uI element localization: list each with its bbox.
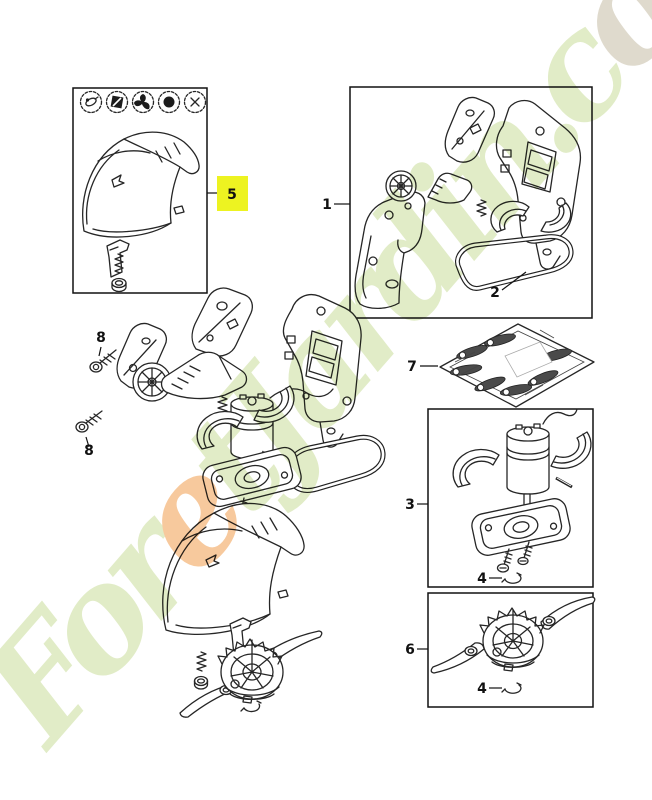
- part3-frame: [427, 408, 594, 588]
- clamp-shell-right: [253, 385, 295, 423]
- spring-coil: [476, 199, 487, 217]
- part3-callout: 3: [405, 497, 428, 513]
- handle-half-left: [354, 191, 426, 310]
- clamp-shell-left: [452, 448, 500, 488]
- part7-callout: 7: [407, 359, 438, 375]
- part6-callout: 6: [405, 642, 428, 658]
- part7-number: 7: [407, 359, 417, 375]
- part8-number: 8: [84, 443, 94, 459]
- clamp-shell-a: [490, 200, 530, 233]
- gasket-loop: [284, 434, 386, 494]
- clamp-shell-b: [540, 202, 572, 233]
- screw-part8-upper: [89, 349, 117, 373]
- no-metal-blade-icon: [157, 90, 181, 114]
- spool-head: [217, 638, 284, 704]
- pack-label-patch: [504, 341, 553, 378]
- mounting-plate: [202, 446, 302, 508]
- retainer-clip: [501, 572, 522, 584]
- main-exploded-view: 8 8: [75, 287, 386, 718]
- part3-assembly-box: 4: [427, 408, 594, 588]
- part5-callout: 5: [207, 176, 248, 211]
- part5-highlight: [217, 176, 248, 211]
- part8-callout-lower: 8: [84, 436, 94, 459]
- handle-upper-piece: [191, 287, 253, 357]
- part1-assembly-box: 2: [349, 86, 593, 319]
- fan-wheel: [385, 170, 417, 202]
- plate-screw-a: [496, 548, 513, 573]
- part5-number: 5: [227, 187, 237, 203]
- part4-callout-upper: 4: [477, 571, 502, 587]
- deflector-small: [82, 131, 200, 238]
- drive-pin: [555, 476, 573, 489]
- part4-number: 4: [477, 571, 487, 587]
- mount-bracket: [229, 617, 252, 657]
- part1-callout: 1: [322, 197, 350, 213]
- part3-number: 3: [405, 497, 415, 513]
- no-circular-saw-blade-icon: [105, 90, 129, 114]
- blade-upper-right: [540, 596, 596, 630]
- trigger-lever: [160, 351, 248, 400]
- mounting-plate: [471, 498, 571, 556]
- part7-blade-pack: [439, 323, 595, 408]
- screw-part8-lower: [75, 410, 103, 433]
- part2-callout: 2: [490, 271, 527, 301]
- part5-frame: [72, 87, 208, 294]
- part4-callout-lower: 4: [477, 681, 502, 697]
- polymer-blade-icon: [131, 90, 155, 114]
- plate-screw-b: [517, 541, 533, 566]
- part2-number: 2: [490, 285, 500, 301]
- part1-frame: [349, 86, 593, 319]
- trigger-lever: [427, 172, 473, 204]
- fan-wheel: [132, 362, 172, 402]
- screw-small: [111, 253, 127, 293]
- safety-pictograms: [79, 90, 207, 114]
- motor-assembly: [506, 423, 550, 509]
- part8-number: 8: [96, 330, 106, 346]
- no-rigid-blade-icon: [183, 90, 207, 114]
- handle-half-right-large: [282, 294, 362, 448]
- part4-number: 4: [477, 681, 487, 697]
- clamp-shell-left: [196, 410, 244, 450]
- part1-number: 1: [322, 197, 332, 213]
- retainer-clip: [240, 700, 262, 713]
- deflector-large: [162, 502, 305, 635]
- spool-head: [479, 607, 545, 672]
- switch-housing: [444, 96, 495, 163]
- part8-callout-upper: 8: [96, 330, 106, 357]
- part6-number: 6: [405, 642, 415, 658]
- part6-frame: [427, 592, 594, 708]
- part6-assembly-box: 4: [427, 592, 596, 708]
- retainer-clip: [501, 682, 522, 694]
- blade-lower-left: [430, 642, 485, 674]
- part5-assembly-box: [72, 87, 208, 294]
- motor-wire: [542, 408, 578, 425]
- clamp-shell-right: [550, 431, 592, 469]
- gasket-loop-part2: [455, 234, 574, 291]
- safety-glasses-icon: [79, 90, 103, 114]
- spring-screw: [193, 651, 209, 690]
